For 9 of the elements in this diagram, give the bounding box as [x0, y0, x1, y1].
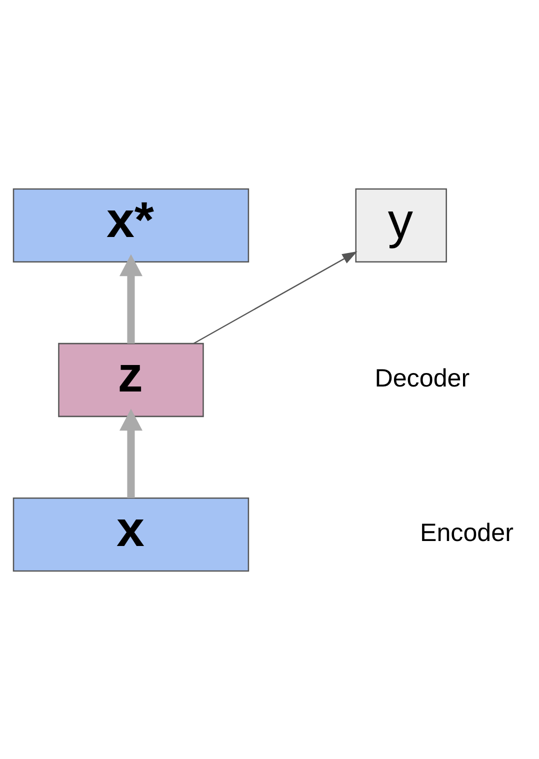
node-box: x*	[12, 188, 250, 262]
arrow	[119, 254, 142, 343]
arrow	[119, 408, 142, 498]
label: Encoder	[420, 518, 514, 546]
node-box: y	[355, 188, 447, 262]
node-box: z	[58, 342, 204, 417]
label: Decoder	[374, 364, 470, 392]
node-box: x	[12, 496, 250, 572]
arrow	[193, 250, 358, 344]
